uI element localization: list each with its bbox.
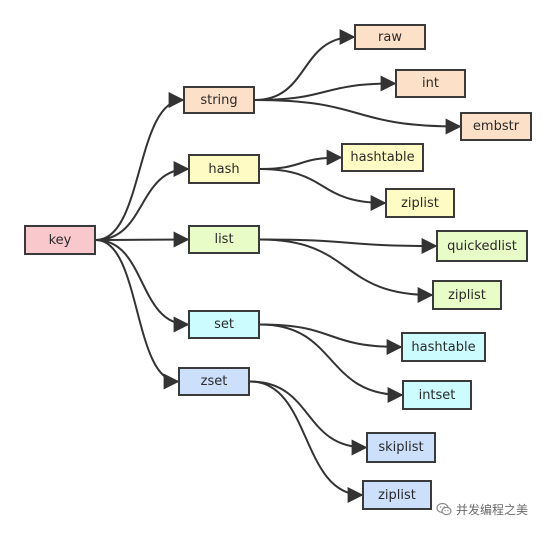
node-hash-ziplist: ziplist xyxy=(385,188,455,218)
edge-hash-to-hash_hashtable xyxy=(259,149,343,170)
edge-key-to-string xyxy=(95,92,185,241)
node-set: set xyxy=(188,310,260,339)
edge-string-to-embstr xyxy=(254,99,462,135)
node-set-hashtable: hashtable xyxy=(401,332,486,362)
node-hash: hash xyxy=(188,154,260,184)
edge-list-to-quickedlist xyxy=(259,237,438,254)
edge-zset-to-zset_ziplist xyxy=(249,380,364,503)
node-hash-hashtable: hashtable xyxy=(341,143,424,172)
edge-key-to-set xyxy=(95,239,190,333)
node-quickedlist: quickedlist xyxy=(436,230,528,262)
edge-set-to-intset xyxy=(259,323,404,403)
edge-string-to-raw xyxy=(254,29,356,101)
node-key: key xyxy=(24,225,96,255)
edge-zset-to-skiplist xyxy=(249,380,368,456)
node-skiplist: skiplist xyxy=(366,432,436,463)
node-list: list xyxy=(188,225,260,254)
node-int: int xyxy=(395,69,466,98)
edge-hash-to-hash_ziplist xyxy=(259,168,387,211)
node-list-ziplist: ziplist xyxy=(432,280,502,310)
wechat-icon xyxy=(436,502,452,516)
node-string: string xyxy=(183,86,255,114)
node-zset-ziplist: ziplist xyxy=(362,480,432,510)
edge-key-to-list xyxy=(95,231,190,248)
node-embstr: embstr xyxy=(460,112,532,141)
watermark: 并发编程之美 xyxy=(436,498,548,520)
node-zset: zset xyxy=(178,367,250,396)
node-raw: raw xyxy=(354,24,426,50)
edge-list-to-list_ziplist xyxy=(259,238,434,303)
edge-key-to-hash xyxy=(95,161,190,241)
edge-key-to-zset xyxy=(95,239,180,390)
edge-string-to-int xyxy=(254,75,397,101)
edge-set-to-set_hashtable xyxy=(259,323,403,355)
node-intset: intset xyxy=(402,380,472,410)
watermark-text: 并发编程之美 xyxy=(456,502,529,517)
